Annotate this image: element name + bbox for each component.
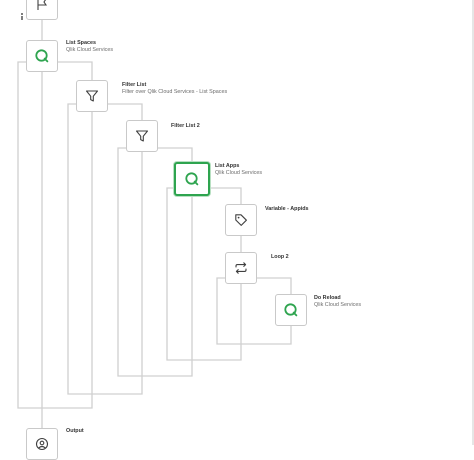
block-subtitle: Qlik Cloud Services [66, 46, 114, 53]
do-reload-label: Do Reload Qlik Cloud Services [314, 295, 361, 308]
qlik-q-icon [184, 171, 200, 187]
filter-list-2-block[interactable] [126, 120, 158, 152]
output-label: Output [66, 428, 84, 435]
drag-handle[interactable] [20, 13, 23, 20]
filter-list-label: Filter List Filter over Qlik Cloud Servi… [122, 82, 227, 95]
block-title: Variable - Appids [265, 206, 309, 212]
flag-icon [35, 0, 49, 11]
list-spaces-block[interactable] [26, 40, 58, 72]
block-title: List Apps [215, 163, 240, 169]
filter-list-block[interactable] [76, 80, 108, 112]
qlik-q-icon [34, 48, 50, 64]
block-subtitle: Qlik Cloud Services [314, 301, 362, 308]
block-title: Loop 2 [271, 254, 289, 260]
variable-appids-block[interactable] [225, 204, 257, 236]
block-title: Filter List 2 [171, 123, 200, 129]
block-title: Do Reload [314, 295, 341, 301]
filter-icon [85, 89, 99, 103]
block-subtitle: Qlik Cloud Services [215, 169, 263, 176]
start-block[interactable] [26, 0, 58, 20]
tag-icon [234, 213, 248, 227]
block-title: Filter List [122, 82, 147, 88]
list-spaces-label: List Spaces Qlik Cloud Services [66, 40, 113, 53]
output-block[interactable] [26, 428, 58, 460]
do-reload-block[interactable] [275, 294, 307, 326]
loop-2-label: Loop 2 [271, 254, 289, 261]
block-subtitle: Filter over Qlik Cloud Services - List S… [122, 88, 228, 95]
block-title: List Spaces [66, 40, 96, 46]
block-title: Output [66, 428, 84, 434]
loop-2-block[interactable] [225, 252, 257, 284]
variable-appids-label: Variable - Appids [265, 206, 309, 213]
filter-list-2-label: Filter List 2 [171, 123, 200, 130]
canvas-right-edge [472, 0, 474, 445]
list-apps-label: List Apps Qlik Cloud Services [215, 163, 262, 176]
output-icon [35, 437, 49, 451]
loop-icon [234, 261, 248, 275]
qlik-q-icon [283, 302, 299, 318]
filter-icon [135, 129, 149, 143]
list-apps-block[interactable] [174, 162, 210, 196]
